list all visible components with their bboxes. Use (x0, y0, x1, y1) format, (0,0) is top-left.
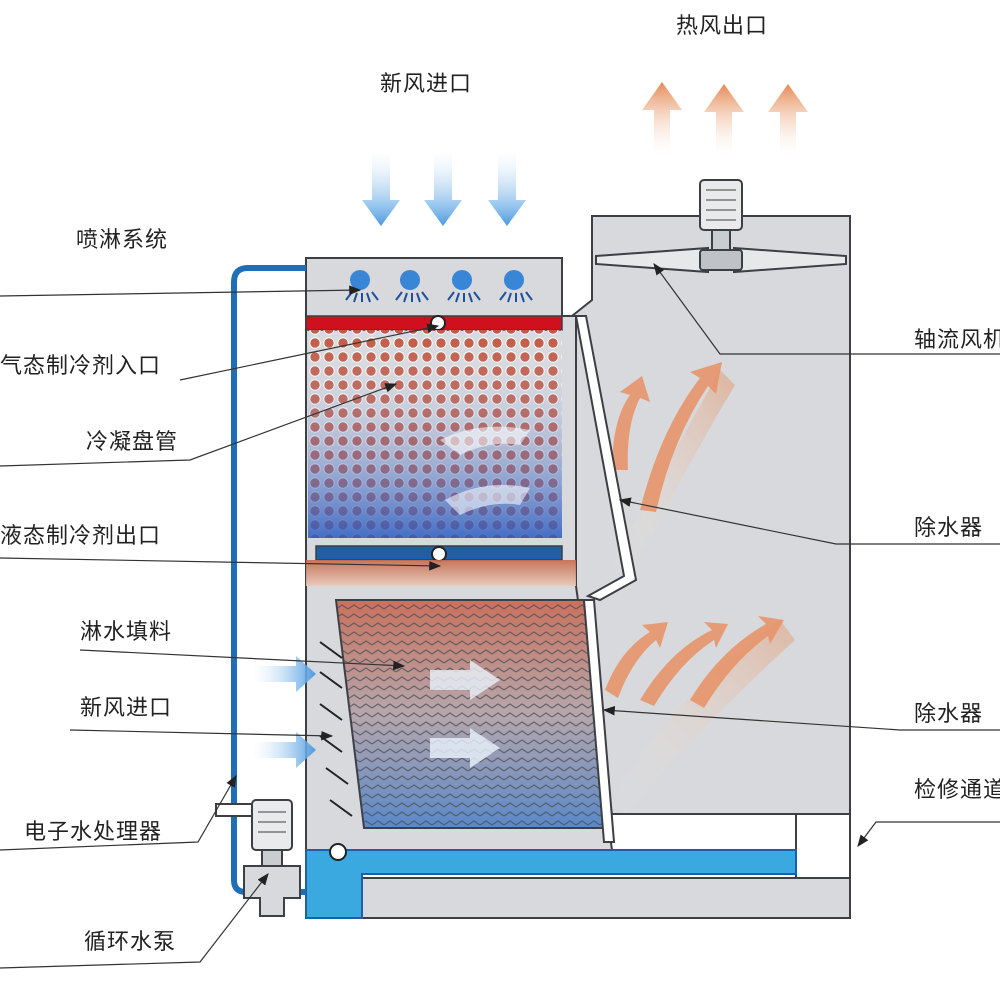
air-swirl (440, 426, 530, 455)
water-treater (215, 803, 255, 817)
pump-icon (243, 799, 301, 917)
hot-air-arrow-icon (640, 362, 722, 512)
spray-nozzle-icon (447, 270, 481, 303)
cold-air-arrow-icon (252, 656, 316, 692)
spray-nozzle-icon (395, 270, 429, 303)
inlet-louvers (319, 641, 353, 817)
leader-lines (0, 263, 1000, 969)
label-maintenance-passage: 检修通道 (914, 778, 1000, 803)
hot-air-sweep-upper (610, 370, 735, 585)
label-electronic-water-treater: 电子水处理器 (24, 820, 163, 845)
hot-air-arrow-icon (605, 622, 668, 698)
cold-air-arrow-icon (488, 150, 526, 226)
label-axial-fan: 轴流风机 (914, 328, 1000, 353)
hot-air-arrow-icon (768, 84, 808, 158)
mixing-chamber (306, 560, 576, 586)
label-drift-eliminator-upper: 除水器 (914, 516, 984, 541)
motor-icon (699, 179, 743, 231)
label-condensing-coil: 冷凝盘管 (86, 430, 179, 455)
label-gas-refrigerant-inlet: 气态制冷剂入口 (0, 354, 162, 379)
cold-air-arrow-icon (252, 732, 316, 768)
drift-eliminator-lower (582, 599, 616, 843)
hot-air-arrow-icon (704, 84, 744, 158)
fill-air-arrow-icon (430, 728, 500, 768)
spray-nozzle-icon (499, 270, 533, 303)
cold-air-arrow-icon (424, 150, 462, 226)
circulation-pipe (231, 265, 306, 895)
hot-air-arrow-icon (612, 376, 650, 470)
water-basin (305, 849, 797, 919)
hot-air-arrow-icon (640, 622, 728, 706)
label-fresh-air-inlet-side: 新风进口 (80, 696, 173, 721)
spray-nozzles (345, 270, 533, 303)
label-fill-media: 淋水填料 (80, 620, 173, 645)
maintenance-passage-opening (795, 813, 851, 879)
label-hot-air-outlet: 热风出口 (676, 14, 769, 39)
hot-air-arrow-icon (690, 616, 784, 708)
cold-air-arrow-icon (362, 150, 400, 226)
label-spray-system: 喷淋系统 (76, 228, 169, 253)
fill-air-arrow-icon (430, 660, 500, 700)
label-fresh-air-inlet-top: 新风进口 (380, 72, 473, 97)
hot-air-arrow-icon (642, 82, 682, 158)
label-liquid-refrigerant-outlet: 液态制冷剂出口 (0, 524, 162, 549)
label-drift-eliminator-lower: 除水器 (914, 702, 984, 727)
hot-air-sweep-lower (610, 620, 795, 815)
spray-nozzle-icon (345, 270, 379, 303)
drift-eliminator-upper (574, 315, 638, 602)
label-circulating-pump: 循环水泵 (84, 930, 177, 955)
